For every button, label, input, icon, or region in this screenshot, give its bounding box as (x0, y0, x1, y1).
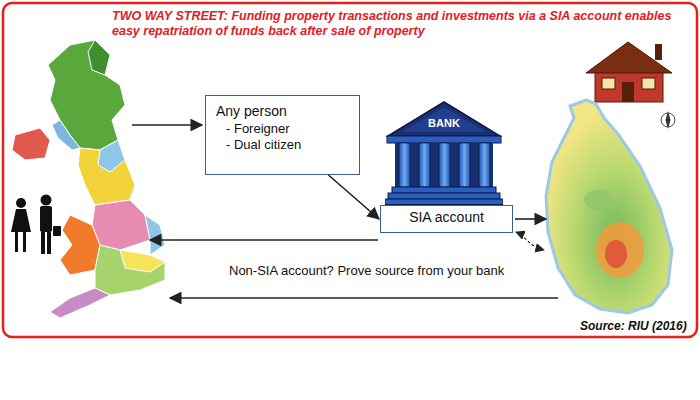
flow-arrow (132, 124, 202, 126)
map-region (52, 120, 80, 150)
account-box: SIA account (380, 205, 513, 233)
person-head (16, 198, 26, 208)
compass-needle (666, 111, 671, 129)
list-item: - Dual citizen (226, 137, 301, 153)
dashed-arrow (516, 232, 544, 250)
house-window (602, 78, 615, 89)
bank-building: BANK (385, 100, 503, 205)
title-block: TWO WAY STREET: Funding property transac… (112, 9, 690, 39)
flow-arrow (515, 218, 546, 220)
box-heading: Any person (216, 103, 287, 121)
map-region (98, 140, 125, 172)
briefcase (53, 226, 61, 236)
map-region (120, 250, 165, 272)
map-region (145, 215, 165, 255)
house-door (622, 82, 634, 102)
source-note: Source: RIU (2016) (577, 318, 690, 335)
compass-icon (661, 111, 675, 129)
sri-lanka-map (546, 100, 672, 313)
bank-sign: BANK (428, 117, 460, 131)
highland-area (605, 240, 627, 268)
list-item: - Foreigner (226, 121, 290, 137)
note-text: Non-SIA account? Prove source from your … (226, 262, 507, 280)
account-label: SIA account (409, 209, 484, 227)
person-body (40, 206, 52, 232)
people-icon (11, 195, 61, 255)
house-wall (595, 70, 663, 102)
source-note: Source: RIU (2016) (577, 318, 690, 335)
house-window (642, 78, 655, 89)
flow-arrow (328, 175, 379, 219)
map-region (88, 40, 110, 75)
bank-shape (385, 100, 503, 205)
house-roof (586, 42, 672, 73)
island-outline (546, 100, 672, 313)
map-region (48, 40, 125, 150)
house-icon (586, 42, 672, 102)
map-region (60, 215, 100, 275)
uk-map (12, 40, 165, 318)
map-region (92, 200, 150, 250)
frame (3, 3, 697, 337)
forest-area (584, 190, 612, 210)
note-text: Non-SIA account? Prove source from your … (226, 262, 507, 280)
flow-arrow (170, 297, 558, 299)
title-text: TWO WAY STREET: Funding property transac… (112, 9, 690, 39)
map-region (12, 128, 50, 160)
person-leg (47, 232, 51, 254)
person-body (11, 209, 31, 232)
map-region (95, 245, 165, 295)
flow-arrow (150, 239, 378, 241)
map-region (78, 140, 135, 205)
person-leg (15, 232, 18, 252)
person-head (41, 195, 52, 206)
house-chimney (655, 44, 662, 60)
person-box: Any person- Foreigner- Dual citizen (205, 95, 360, 175)
map-region (50, 288, 110, 318)
person-leg (41, 232, 45, 254)
person-leg (23, 232, 26, 252)
highland-area (596, 222, 644, 278)
